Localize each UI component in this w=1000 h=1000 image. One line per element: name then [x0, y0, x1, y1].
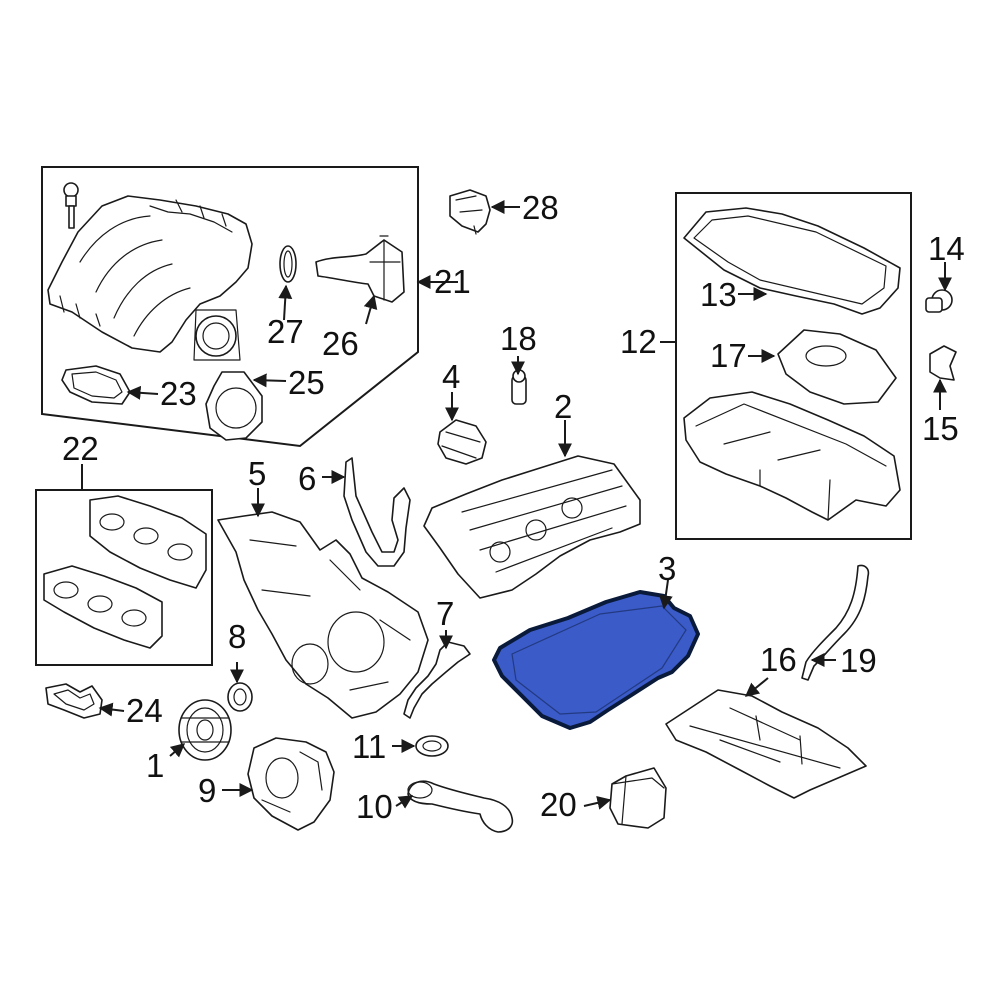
small-gasket-part: [45, 683, 103, 719]
leader-lines: [81, 200, 952, 810]
oil-pump-part: [247, 737, 335, 831]
callout-22: 22: [62, 430, 99, 467]
callout-17: 17: [710, 337, 747, 374]
callout-3: 3: [658, 550, 676, 587]
callout-18: 18: [500, 320, 537, 357]
callout-13: 13: [700, 276, 737, 313]
callout-27: 27: [267, 313, 304, 350]
oil-pan-part: [683, 391, 901, 521]
callout-26: 26: [322, 325, 359, 362]
callout-28: 28: [522, 189, 559, 226]
callout-15: 15: [922, 410, 959, 447]
callout-labels: 21 28 27 26 23 25 22 24 1 8 9 5 6 7 11 1…: [62, 189, 965, 825]
callout-9: 9: [198, 772, 216, 809]
callout-23: 23: [160, 375, 197, 412]
callout-2: 2: [554, 388, 572, 425]
oil-pan-gasket-part-highlight: [492, 590, 700, 730]
sensor-part: [449, 189, 491, 235]
callout-11: 11: [352, 728, 386, 765]
skid-plate-part: [665, 689, 867, 799]
callout-24: 24: [126, 692, 163, 729]
intake-manifold-part: [47, 195, 253, 361]
callout-21: 21: [434, 263, 471, 300]
callout-14: 14: [928, 230, 965, 267]
pressure-sensor-part: [511, 369, 527, 405]
front-seal-part: [227, 682, 253, 712]
oil-filter-part: [609, 767, 667, 829]
callout-6: 6: [298, 460, 316, 497]
timing-cover-gasket-b-part: [403, 641, 471, 719]
callout-19: 19: [840, 642, 877, 679]
timing-cover-part: [217, 511, 429, 719]
clip-part: [929, 345, 957, 381]
oil-pickup-tube-part: [407, 780, 514, 833]
intake-group-frame: [41, 166, 419, 448]
drain-plug-part: [925, 289, 953, 313]
callout-25: 25: [288, 364, 325, 401]
oil-pan-gasket-b-part: [683, 207, 901, 315]
callout-20: 20: [540, 786, 577, 823]
callout-5: 5: [248, 455, 266, 492]
lower-intake-gaskets-part: [43, 495, 207, 649]
callout-16: 16: [760, 641, 797, 678]
valve-cover-part: [423, 455, 641, 599]
oil-pan-group-frame: [675, 192, 912, 540]
manifold-gasket-part: [61, 365, 131, 405]
throttle-seal-part: [279, 245, 297, 283]
callout-1: 1: [146, 747, 164, 784]
callout-12: 12: [620, 323, 657, 360]
intake-gasket-group-frame: [35, 489, 213, 666]
oring-part: [415, 735, 449, 757]
baffle-part: [777, 329, 897, 405]
bolt-part: [63, 182, 79, 229]
timing-cover-gasket-part: [343, 457, 411, 567]
crank-pulley-part: [178, 699, 232, 761]
callout-7: 7: [436, 595, 454, 632]
callout-10: 10: [356, 788, 393, 825]
callout-8: 8: [228, 618, 246, 655]
oil-filler-cap-part: [437, 419, 487, 465]
throttle-gasket-part: [205, 371, 263, 441]
pcv-tube-part: [315, 235, 405, 303]
gasket-inner-edge: [511, 605, 687, 715]
callout-4: 4: [442, 358, 460, 395]
